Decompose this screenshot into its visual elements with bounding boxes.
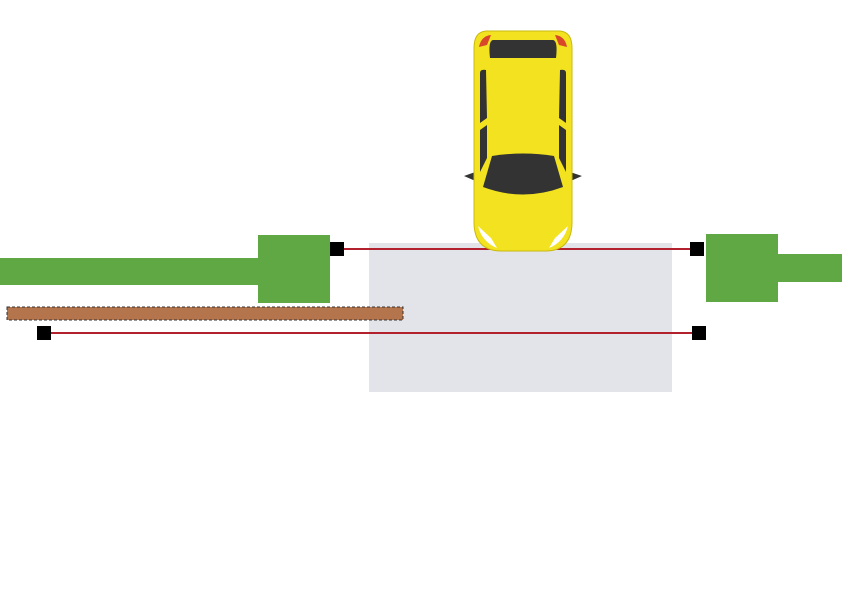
car-side-window-left-front xyxy=(480,125,487,172)
car-tail-light-left xyxy=(479,35,491,47)
barrier-left xyxy=(0,235,330,303)
car-windshield xyxy=(483,153,563,195)
car-top-view-icon[interactable] xyxy=(464,30,582,252)
car-rear-window xyxy=(489,40,557,58)
car-body xyxy=(473,30,573,252)
front-beam-start-handle[interactable] xyxy=(330,242,344,256)
car-side-window-right-front xyxy=(559,125,566,172)
barrier-arm-left xyxy=(0,258,260,285)
rear-beam-start-handle[interactable] xyxy=(37,326,51,340)
barrier-arm-right xyxy=(776,254,842,282)
barrier-gate-right xyxy=(706,234,778,302)
barrier-right xyxy=(706,234,842,302)
barrier-gate-left xyxy=(258,235,330,303)
rear-beam-end-handle[interactable] xyxy=(692,326,706,340)
car-headlight-right xyxy=(549,226,568,248)
rear-beam[interactable] xyxy=(37,326,706,340)
wooden-boom[interactable] xyxy=(6,306,404,321)
car-side-window-right-rear xyxy=(559,69,566,123)
front-beam-end-handle[interactable] xyxy=(690,242,704,256)
car-headlight-left xyxy=(478,226,497,248)
car-tail-light-right xyxy=(555,35,567,47)
detection-zone xyxy=(369,243,672,392)
car-side-window-left-rear xyxy=(480,69,487,123)
